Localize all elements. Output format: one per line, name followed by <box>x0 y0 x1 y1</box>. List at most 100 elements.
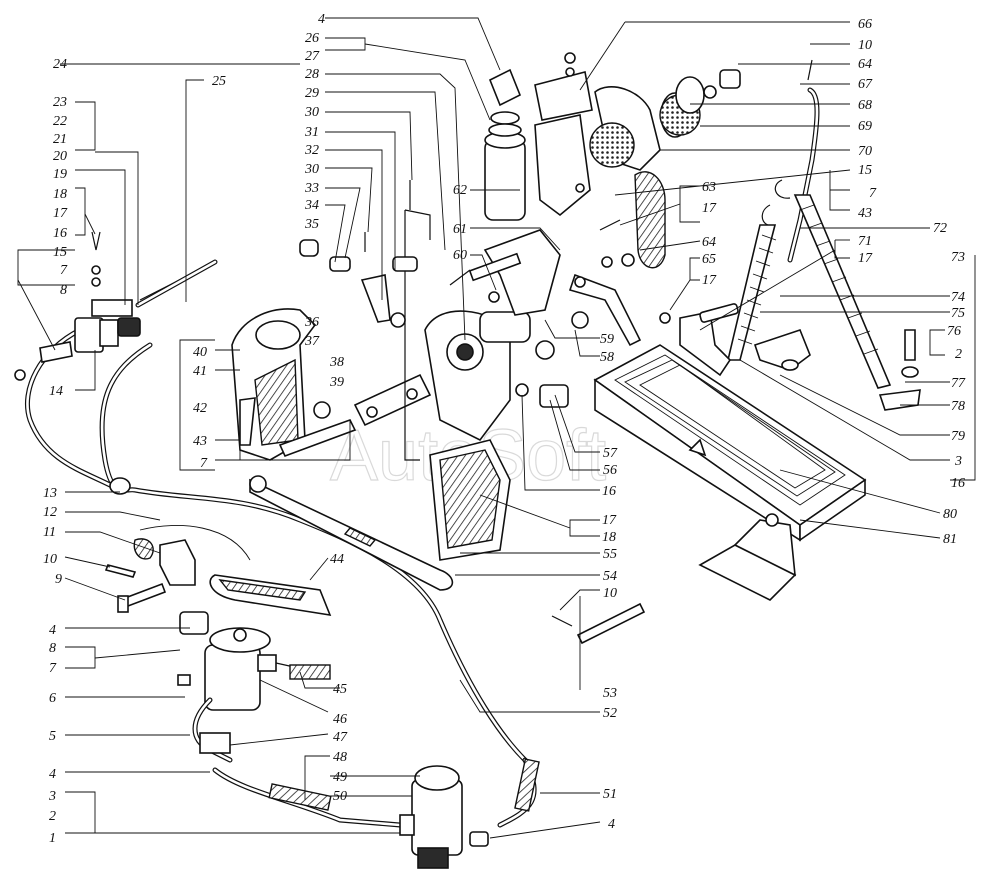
callout-label-3: 3 <box>954 454 962 469</box>
callout-label-17: 17 <box>858 251 873 266</box>
callout-label-77: 77 <box>951 376 966 391</box>
callout-label-29: 29 <box>305 86 319 101</box>
callout-label-28: 28 <box>305 67 319 82</box>
callout-label-49: 49 <box>333 770 347 785</box>
callout-label-68: 68 <box>858 98 872 113</box>
callout-label-40: 40 <box>193 345 207 360</box>
callout-label-10: 10 <box>43 552 57 567</box>
callout-label-55: 55 <box>603 547 617 562</box>
callout-label-65: 65 <box>702 252 716 267</box>
callout-label-60: 60 <box>453 248 467 263</box>
callout-label-30: 30 <box>304 105 319 120</box>
callout-label-13: 13 <box>43 486 57 501</box>
callout-label-23: 23 <box>53 95 67 110</box>
callout-label-6: 6 <box>49 691 56 706</box>
callout-label-4: 4 <box>49 767 56 782</box>
callout-label-33: 33 <box>304 181 319 196</box>
callout-label-59: 59 <box>600 332 614 347</box>
callout-label-4: 4 <box>318 12 325 27</box>
callout-label-44: 44 <box>330 552 344 567</box>
callout-label-3: 3 <box>48 789 56 804</box>
callout-label-2: 2 <box>955 347 962 362</box>
callout-label-7: 7 <box>869 186 877 201</box>
callout-label-41: 41 <box>193 364 207 379</box>
callout-label-54: 54 <box>603 569 617 584</box>
callout-label-15: 15 <box>858 163 872 178</box>
callout-label-14: 14 <box>49 384 63 399</box>
callout-label-62: 62 <box>453 183 467 198</box>
callout-label-24: 24 <box>53 57 67 72</box>
callout-label-67: 67 <box>858 77 873 92</box>
callout-label-57: 57 <box>603 446 618 461</box>
callout-label-48: 48 <box>333 750 347 765</box>
callout-label-25: 25 <box>212 74 226 89</box>
callout-label-74: 74 <box>951 290 965 305</box>
callout-label-43: 43 <box>858 206 872 221</box>
callout-label-16: 16 <box>53 226 67 241</box>
callout-label-45: 45 <box>333 682 347 697</box>
callout-label-72: 72 <box>933 221 947 236</box>
callout-label-78: 78 <box>951 399 965 414</box>
leader-lines <box>17 17 976 839</box>
callout-label-26: 26 <box>305 31 319 46</box>
callout-label-8: 8 <box>49 641 56 656</box>
callout-label-53: 53 <box>603 686 617 701</box>
callout-label-71: 71 <box>858 234 872 249</box>
callout-label-64: 64 <box>702 235 716 250</box>
callout-label-70: 70 <box>858 144 872 159</box>
callout-label-30: 30 <box>304 162 319 177</box>
callout-label-17: 17 <box>602 513 617 528</box>
parts-illustration <box>14 52 921 869</box>
callout-label-81: 81 <box>943 532 957 547</box>
callout-label-79: 79 <box>951 429 965 444</box>
callout-label-43: 43 <box>193 434 207 449</box>
callout-label-18: 18 <box>602 530 616 545</box>
callout-label-75: 75 <box>951 306 965 321</box>
callout-label-35: 35 <box>304 217 319 232</box>
callout-label-38: 38 <box>329 355 344 370</box>
callout-label-4: 4 <box>608 817 615 832</box>
callout-label-51: 51 <box>603 787 617 802</box>
callout-label-52: 52 <box>603 706 617 721</box>
callout-label-17: 17 <box>702 273 717 288</box>
callout-label-11: 11 <box>43 525 56 540</box>
callout-label-16: 16 <box>951 476 965 491</box>
callout-label-61: 61 <box>453 222 467 237</box>
callout-label-73: 73 <box>951 250 965 265</box>
callout-label-17: 17 <box>702 201 717 216</box>
callout-label-42: 42 <box>193 401 207 416</box>
callout-label-20: 20 <box>53 149 67 164</box>
callout-label-10: 10 <box>858 38 872 53</box>
callout-label-39: 39 <box>329 375 344 390</box>
callout-label-8: 8 <box>60 283 67 298</box>
callout-label-21: 21 <box>53 132 67 147</box>
callout-label-17: 17 <box>53 206 68 221</box>
callout-label-63: 63 <box>702 180 716 195</box>
callout-label-34: 34 <box>304 198 319 213</box>
callout-label-46: 46 <box>333 712 347 727</box>
callout-label-50: 50 <box>333 789 347 804</box>
callout-label-18: 18 <box>53 187 67 202</box>
callout-label-22: 22 <box>53 114 67 129</box>
callout-label-66: 66 <box>858 17 872 32</box>
callout-label-37: 37 <box>304 334 320 349</box>
callout-label-2: 2 <box>49 809 56 824</box>
callout-label-16: 16 <box>602 484 616 499</box>
callout-label-4: 4 <box>49 623 56 638</box>
callout-label-80: 80 <box>943 507 957 522</box>
callout-label-19: 19 <box>53 167 67 182</box>
callout-label-64: 64 <box>858 57 872 72</box>
callout-label-7: 7 <box>60 263 68 278</box>
callout-label-31: 31 <box>304 125 319 140</box>
callout-label-36: 36 <box>304 315 319 330</box>
callout-label-1: 1 <box>49 831 56 846</box>
callout-label-15: 15 <box>53 245 67 260</box>
callout-label-5: 5 <box>49 729 56 744</box>
callout-label-58: 58 <box>600 350 614 365</box>
callout-label-47: 47 <box>333 730 348 745</box>
callout-labels: 1234444567777889101010111213141515161616… <box>43 12 966 846</box>
callout-label-12: 12 <box>43 505 57 520</box>
callout-label-27: 27 <box>305 49 320 64</box>
